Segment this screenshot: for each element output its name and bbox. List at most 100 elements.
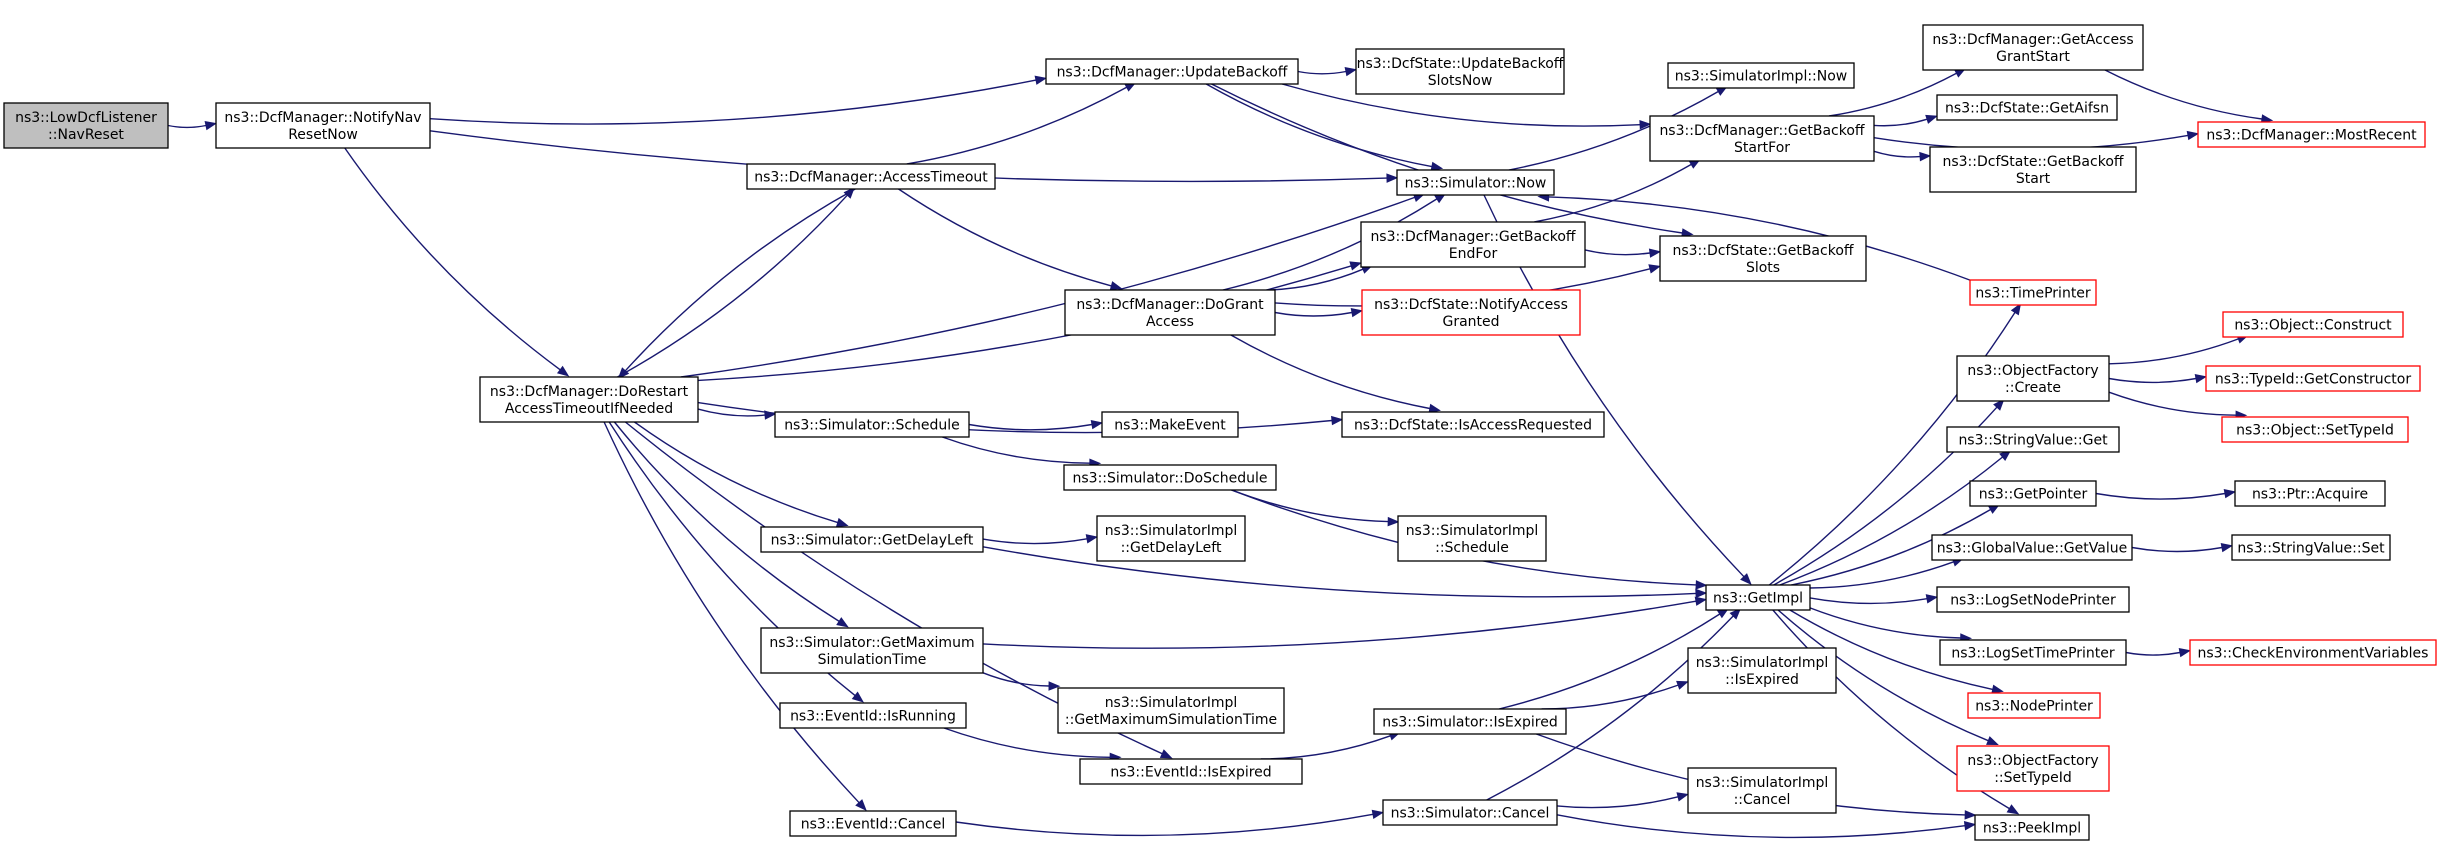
node-box [1969,480,2097,507]
node-ptr-acquire[interactable]: ns3::Ptr::Acquire [2234,480,2386,507]
node-peek-impl[interactable]: ns3::PeekImpl [1974,814,2090,841]
edge-get-impl-to-time-printer [1768,302,2022,586]
edge-do-grant-access-to-get-backoff-end-for [1270,264,1374,291]
node-simulatorimpl-cancel[interactable]: ns3::SimulatorImpl::Cancel [1687,767,1837,814]
node-box [1373,708,1567,735]
node-typeid-get-constructor[interactable]: ns3::TypeId::GetConstructor [2205,365,2421,392]
edge-line [1260,735,1391,760]
arrowhead-icon [2220,542,2234,553]
arrowhead-icon [1963,821,1977,831]
node-label: ns3::Simulator::Schedule [784,417,960,433]
node-globalvalue-get-value[interactable]: ns3::GlobalValue::GetValue [1931,534,2133,561]
node-box [1101,411,1239,438]
node-label: ns3::EventId::IsExpired [1110,764,1271,780]
edge-line [344,147,561,371]
node-object-factory-create[interactable]: ns3::ObjectFactory::Create [1956,355,2110,402]
node-box [1969,279,2097,306]
node-label: ns3::SimulatorImpl [1105,523,1238,539]
node-simulator-schedule[interactable]: ns3::Simulator::Schedule [774,411,970,438]
node-label: StartFor [1734,140,1790,156]
node-box [1939,639,2127,666]
node-label: Access [1146,314,1194,330]
node-simulator-do-schedule[interactable]: ns3::Simulator::DoSchedule [1063,464,1277,491]
node-box [1361,289,1581,336]
node-check-env-vars[interactable]: ns3::CheckEnvironmentVariables [2189,639,2437,666]
node-do-restart[interactable]: ns3::DcfManager::DoRestartAccessTimeoutI… [479,376,699,423]
node-dcfstate-get-aifsn[interactable]: ns3::DcfState::GetAifsn [1936,94,2118,121]
node-get-impl[interactable]: ns3::GetImpl [1705,584,1811,611]
node-label: ns3::LogSetTimePrinter [1951,645,2115,661]
node-simulatorimpl-schedule[interactable]: ns3::SimulatorImpl::Schedule [1397,515,1547,562]
arrowhead-icon [835,517,849,527]
node-label: ns3::Simulator::Now [1405,175,1547,191]
arrowhead-icon [1964,810,1977,820]
node-box [760,526,984,553]
edge-line [898,188,1112,287]
edge-simulator-get-max-sim-time-to-get-impl [982,596,1708,649]
node-stringvalue-set[interactable]: ns3::StringValue::Set [2231,534,2391,561]
edge-line [2125,651,2181,656]
arrowhead-icon [1430,161,1444,172]
node-access-timeout[interactable]: ns3::DcfManager::AccessTimeout [746,163,996,190]
arrowhead-icon [1695,588,1708,599]
node-simulator-cancel[interactable]: ns3::Simulator::Cancel [1382,799,1558,826]
node-simulatorimpl-now[interactable]: ns3::SimulatorImpl::Now [1667,62,1855,89]
node-simulatorimpl-get-delay-left[interactable]: ns3::SimulatorImpl::GetDelayLeft [1096,515,1246,562]
node-simulator-is-expired[interactable]: ns3::Simulator::IsExpired [1373,708,1567,735]
node-most-recent[interactable]: ns3::DcfManager::MostRecent [2197,121,2426,148]
node-simulator-get-max-sim-time[interactable]: ns3::Simulator::GetMaximumSimulationTime [760,627,984,674]
node-object-set-typeid[interactable]: ns3::Object::SetTypeId [2221,416,2409,443]
edge-line [1486,615,1734,801]
edge-line [1274,311,1353,317]
node-node-printer[interactable]: ns3::NodePrinter [1967,692,2101,719]
edge-line [1809,607,1961,639]
edge-update-backoff-to-simulator-now [1205,83,1444,172]
node-label: ns3::Object::Construct [2234,317,2392,333]
node-simulator-now[interactable]: ns3::Simulator::Now [1396,169,1555,196]
node-eventid-is-expired[interactable]: ns3::EventId::IsExpired [1079,758,1303,785]
node-label: EndFor [1449,246,1498,262]
node-box [2231,534,2391,561]
node-log-set-time-printer[interactable]: ns3::LogSetTimePrinter [1939,639,2127,666]
node-simulatorimpl-is-expired[interactable]: ns3::SimulatorImpl::IsExpired [1687,647,1837,694]
node-label: ::Cancel [1734,792,1791,808]
node-label: ns3::GetImpl [1713,590,1803,606]
node-simulator-get-delay-left[interactable]: ns3::Simulator::GetDelayLeft [760,526,984,553]
node-make-event[interactable]: ns3::MakeEvent [1101,411,1239,438]
node-lowdcf-navreset[interactable]: ns3::LowDcfListener::NavReset [3,102,169,149]
node-log-set-node-printer[interactable]: ns3::LogSetNodePrinter [1936,586,2130,613]
node-time-printer[interactable]: ns3::TimePrinter [1969,279,2097,306]
edge-object-factory-create-to-typeid-get-constructor [2108,373,2208,384]
edge-line [603,421,860,804]
node-object-construct[interactable]: ns3::Object::Construct [2222,311,2404,338]
node-simulatorimpl-get-max-sim-time[interactable]: ns3::SimulatorImpl::GetMaximumSimulation… [1057,687,1285,734]
node-box [1360,221,1586,268]
node-object-factory-set-typeid[interactable]: ns3::ObjectFactory::SetTypeId [1956,745,2110,792]
node-update-backoff[interactable]: ns3::DcfManager::UpdateBackoff [1045,58,1299,85]
node-label: ::NavReset [48,127,124,143]
edge-update-backoff-to-dcfstate-get-backoff-slots [1211,83,1694,238]
node-stringvalue-get[interactable]: ns3::StringValue::Get [1946,426,2120,453]
edge-line [2095,492,2226,500]
node-label: ns3::LogSetNodePrinter [1950,592,2116,608]
arrowhead-icon [1991,684,2004,694]
node-box [1079,758,1303,785]
node-box [1341,411,1605,438]
node-eventid-cancel[interactable]: ns3::EventId::Cancel [789,810,957,837]
edge-get-impl-to-log-set-node-printer [1809,594,1939,605]
node-label: ns3::GlobalValue::GetValue [1937,540,2127,556]
node-eventid-is-running[interactable]: ns3::EventId::IsRunning [779,702,967,729]
node-label: ns3::DcfState::GetAifsn [1945,100,2109,116]
node-get-pointer[interactable]: ns3::GetPointer [1969,480,2097,507]
node-is-access-requested[interactable]: ns3::DcfState::IsAccessRequested [1341,411,1605,438]
node-label: SimulationTime [818,652,927,668]
